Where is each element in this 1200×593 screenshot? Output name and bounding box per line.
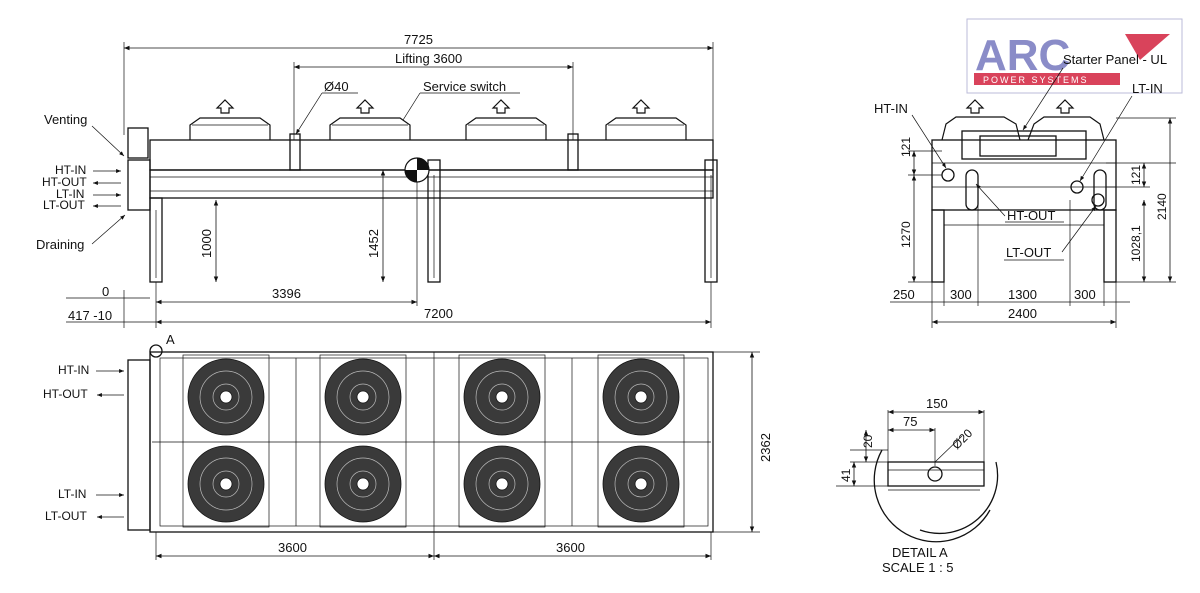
- dim-cog-x: 3396: [272, 286, 301, 301]
- top-port-ht-out: HT-OUT: [43, 387, 88, 401]
- dim-bay-1: 3600: [278, 540, 307, 555]
- side-fan-1: [189, 99, 271, 140]
- end-label-ht-out: HT-OUT: [1007, 208, 1055, 223]
- label-bolt-dia: Ø40: [324, 79, 349, 94]
- port-lt-in: LT-IN: [56, 187, 84, 201]
- logo-arrow-icon: [1125, 34, 1170, 60]
- side-coil-rail: [149, 169, 714, 199]
- port-ht-in: HT-IN: [55, 163, 86, 177]
- end-body: [931, 139, 1117, 211]
- label-corner-a: A: [166, 332, 175, 347]
- cog-symbol: [404, 157, 430, 183]
- logo-tagline: POWER SYSTEMS: [983, 75, 1089, 85]
- end-label-ht-in: HT-IN: [874, 101, 908, 116]
- arc-logo: ARC POWER SYSTEMS: [966, 18, 1183, 94]
- lift-lug-right: [567, 133, 579, 171]
- logo-brand: ARC: [975, 31, 1070, 80]
- top-view: A: [43, 332, 773, 560]
- dim-1270: 1270: [899, 221, 913, 248]
- end-label-lt-out: LT-OUT: [1006, 245, 1051, 260]
- top-port-lt-out: LT-OUT: [45, 509, 87, 523]
- top-port-lt-in: LT-IN: [58, 487, 86, 501]
- dim-121-right: 121: [1129, 165, 1143, 185]
- logo-band: [974, 73, 1120, 85]
- detail-a-marker: [149, 344, 163, 358]
- port-draining: Draining: [36, 237, 84, 252]
- dim-150: 150: [926, 396, 948, 411]
- dim-1028: 1028,1: [1129, 225, 1143, 262]
- dim-2140: 2140: [1155, 193, 1169, 220]
- label-starter-panel: Starter Panel - UL: [1063, 52, 1167, 67]
- dim-20: 20: [861, 434, 875, 448]
- detail-scale: SCALE 1 : 5: [882, 560, 954, 575]
- end-label-lt-in: LT-IN: [1132, 81, 1163, 96]
- end-view: Starter Panel - UL HT-IN LT-IN HT-OUT LT…: [874, 52, 1176, 328]
- side-view: 7725 Lifting 3600 Ø40 Service switch: [36, 32, 718, 328]
- lift-lug-left: [289, 133, 301, 171]
- dim-offset: 417 -10: [68, 308, 112, 323]
- dim-1300: 1300: [1008, 287, 1037, 302]
- starter-panel: [961, 130, 1087, 160]
- side-body-top: [149, 139, 714, 171]
- detail-a: 150 75 Ø20 20 41 DETAIL A SCALE 1 : 5: [836, 396, 999, 575]
- dim-top-width: 2362: [758, 433, 773, 462]
- dim-zero: 0: [102, 284, 109, 299]
- dim-lifting: Lifting 3600: [395, 51, 462, 66]
- top-port-ht-in: HT-IN: [58, 363, 89, 377]
- dim-2400: 2400: [1008, 306, 1037, 321]
- dim-41: 41: [839, 468, 853, 482]
- side-fan-4: [605, 99, 687, 140]
- leg-2: [427, 159, 441, 283]
- dim-height-1000: 1000: [199, 229, 214, 258]
- side-fan-3: [465, 99, 547, 140]
- port-venting: Venting: [44, 112, 87, 127]
- dim-250: 250: [893, 287, 915, 302]
- dim-hole: Ø20: [949, 426, 975, 452]
- detail-hole: [927, 466, 943, 482]
- dim-300-a: 300: [950, 287, 972, 302]
- label-service-switch: Service switch: [423, 79, 506, 94]
- top-fan-grid: [182, 354, 685, 528]
- dim-300-b: 300: [1074, 287, 1096, 302]
- dim-base-length: 7200: [424, 306, 453, 321]
- dim-121-left: 121: [899, 137, 913, 157]
- port-ht-out: HT-OUT: [42, 175, 87, 189]
- dim-75: 75: [903, 414, 917, 429]
- dim-overall-length: 7725: [404, 32, 433, 47]
- side-fan-2: [329, 99, 411, 140]
- detail-title: DETAIL A: [892, 545, 948, 560]
- port-lt-out: LT-OUT: [43, 198, 85, 212]
- dim-bay-2: 3600: [556, 540, 585, 555]
- dim-height-1452: 1452: [366, 229, 381, 258]
